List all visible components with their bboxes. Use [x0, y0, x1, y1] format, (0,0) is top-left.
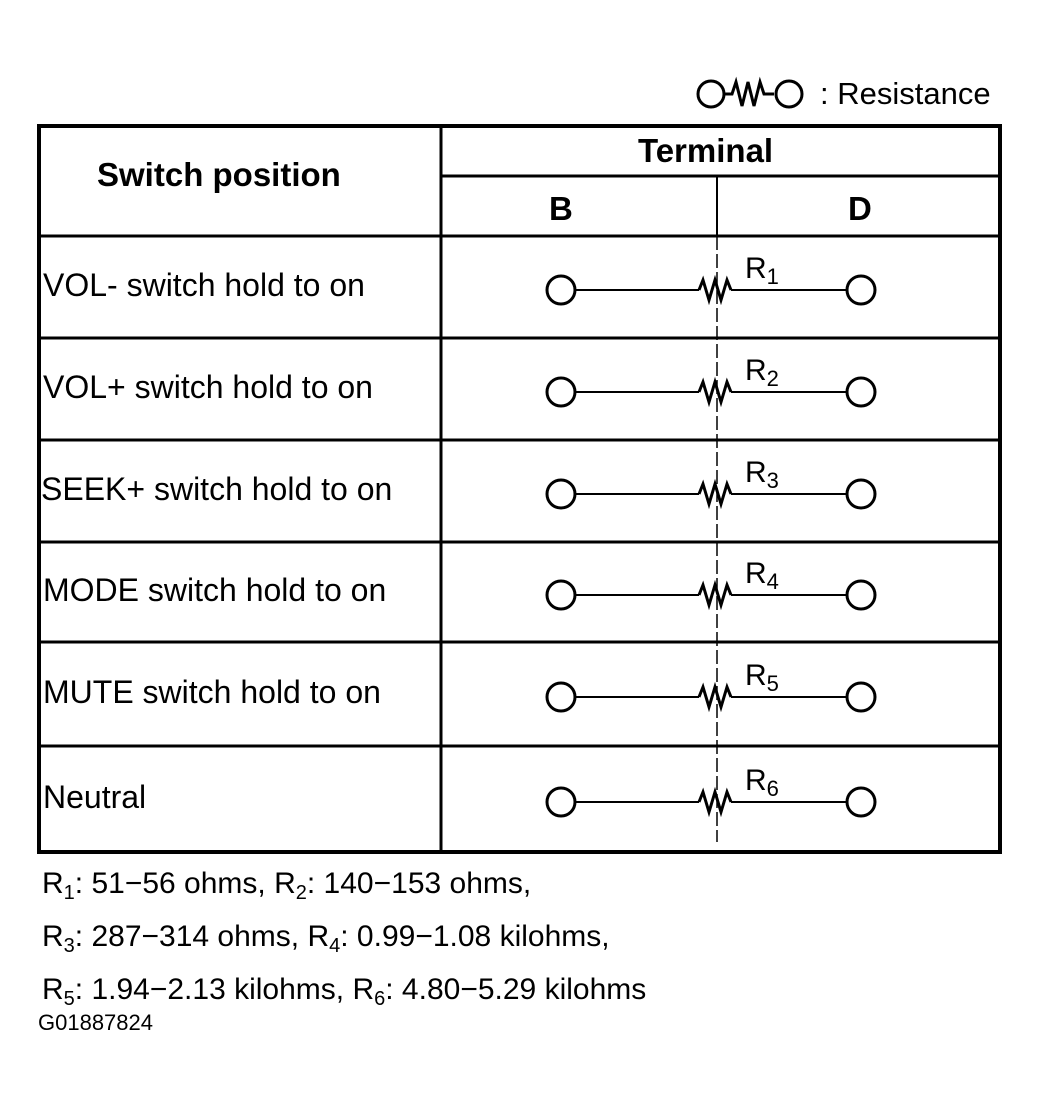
resistance-connection: R2 [545, 354, 877, 408]
row-label: Neutral [43, 779, 147, 815]
resistance-value: : 287−314 ohms, [74, 920, 308, 953]
resistor-zigzag-icon [697, 681, 733, 713]
resistor-letter: R [307, 920, 330, 953]
resistance-value: : 0.99−1.08 kilohms, [340, 920, 610, 953]
notes-line: R3: 287−314 ohms, R4: 0.99−1.08 kilohms, [42, 915, 646, 968]
resistance-connection: R4 [545, 557, 877, 611]
resistance-connection: R5 [545, 659, 877, 713]
terminal-d-circle-icon [845, 786, 877, 818]
figure-code: G01887824 [38, 1010, 153, 1035]
resistance-values-notes: R1: 51−56 ohms, R2: 140−153 ohms,R3: 287… [42, 862, 646, 1021]
terminal-b-circle-icon [545, 579, 577, 611]
terminal-d-circle-icon [845, 376, 877, 408]
resistor-index: 3 [767, 468, 779, 493]
resistance-value: : 140−153 ohms, [306, 867, 532, 900]
resistor-index: 2 [295, 882, 307, 904]
resistor-index: 4 [767, 569, 779, 594]
resistor-label: R5 [745, 659, 779, 696]
resistor-letter: R [42, 973, 64, 1006]
resistor-label: R1 [745, 252, 779, 289]
terminal-b-circle-icon [545, 478, 577, 510]
resistance-connection: R1 [545, 252, 877, 306]
resistance-value: : 4.80−5.29 kilohms [385, 973, 647, 1006]
resistor-zigzag-icon [697, 478, 733, 510]
switch-resistance-table: Switch position Terminal B D VOL- switch… [37, 124, 1002, 854]
resistor-label: R4 [745, 557, 779, 594]
terminal-b-circle-icon [545, 274, 577, 306]
resistor-index: 4 [329, 935, 341, 957]
resistor-zigzag-icon [697, 376, 733, 408]
notes-line: R1: 51−56 ohms, R2: 140−153 ohms, [42, 862, 646, 915]
legend-label: : Resistance [820, 76, 991, 111]
resistance-connection: R6 [545, 764, 877, 818]
resistance-value: : 1.94−2.13 kilohms, [74, 973, 353, 1006]
resistor-label: R3 [745, 456, 779, 493]
resistor-letter: R [745, 557, 767, 590]
resistor-index: 1 [767, 264, 779, 289]
resistor-letter: R [42, 920, 64, 953]
terminal-b-circle-icon [545, 376, 577, 408]
header-terminal-b: B [549, 190, 573, 227]
row-label: MUTE switch hold to on [43, 674, 381, 710]
terminal-b-circle-icon [545, 786, 577, 818]
header-terminal: Terminal [638, 132, 774, 169]
resistor-zigzag-icon [697, 579, 733, 611]
resistor-letter: R [274, 867, 296, 900]
resistor-zigzag-icon [697, 786, 733, 818]
terminal-d-circle-icon [845, 681, 877, 713]
table-grid [37, 124, 1002, 854]
resistor-zigzag-icon [697, 274, 733, 306]
resistor-letter: R [745, 456, 767, 489]
resistor-label: R6 [745, 764, 779, 801]
resistor-index: 5 [63, 988, 75, 1010]
resistance-value: : 51−56 ohms, [74, 867, 275, 900]
resistor-letter: R [745, 354, 767, 387]
resistor-index: 1 [63, 882, 75, 904]
row-label: MODE switch hold to on [43, 572, 387, 608]
resistance-connection: R3 [545, 456, 877, 510]
terminal-b-circle-icon [545, 681, 577, 713]
resistor-index: 6 [767, 776, 779, 801]
notes-line: R5: 1.94−2.13 kilohms, R6: 4.80−5.29 kil… [42, 968, 646, 1021]
row-label: SEEK+ switch hold to on [41, 471, 393, 507]
legend: : Resistance [694, 76, 991, 112]
resistor-letter: R [745, 252, 767, 285]
terminal-d-circle-icon [845, 478, 877, 510]
resistor-letter: R [745, 659, 767, 692]
resistor-letter: R [352, 973, 375, 1006]
row-label: VOL+ switch hold to on [43, 369, 373, 405]
resistor-index: 3 [63, 935, 75, 957]
resistor-index: 2 [767, 366, 779, 391]
resistor-index: 5 [767, 671, 779, 696]
header-switch-position: Switch position [97, 156, 341, 193]
resistor-index: 6 [374, 988, 386, 1010]
resistor-letter: R [745, 764, 767, 797]
row-label: VOL- switch hold to on [43, 267, 365, 303]
resistor-letter: R [42, 867, 64, 900]
header-terminal-d: D [848, 190, 872, 227]
terminal-d-circle-icon [845, 274, 877, 306]
terminal-d-circle-icon [845, 579, 877, 611]
resistor-symbol-icon [696, 76, 804, 109]
resistor-label: R2 [745, 354, 779, 391]
